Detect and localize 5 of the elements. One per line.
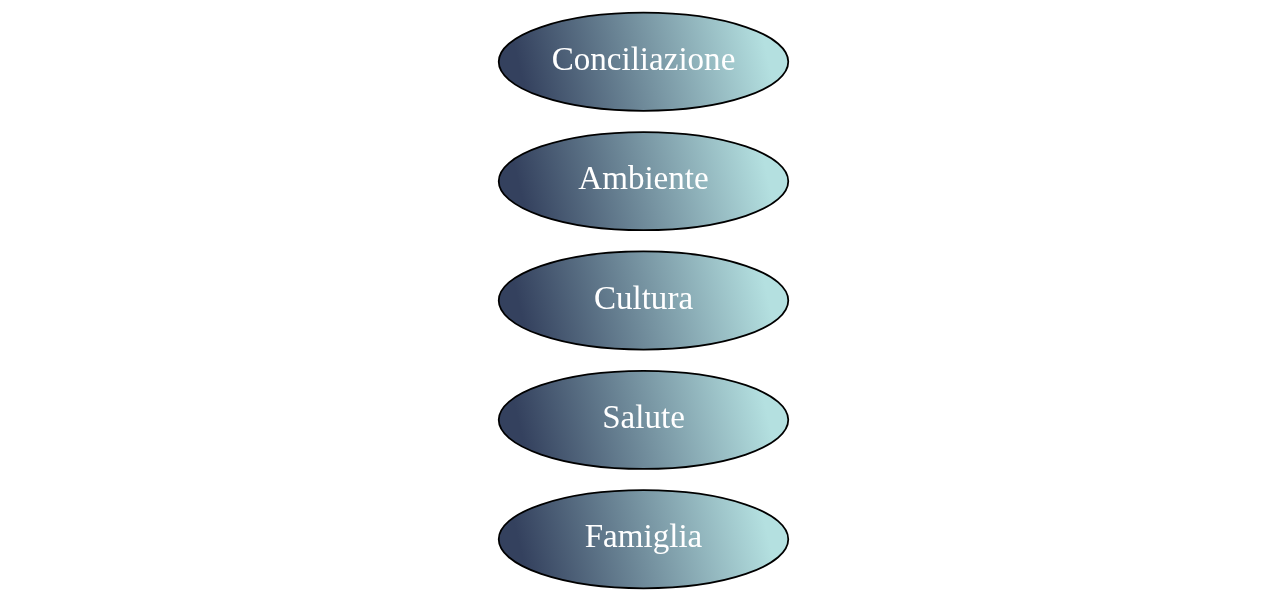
node-ellipse: Salute — [497, 369, 790, 470]
node-ellipse: Conciliazione — [497, 11, 790, 112]
node-ellipse: Cultura — [497, 250, 790, 351]
node-ellipse: Ambiente — [497, 131, 790, 232]
node-ellipse: Famiglia — [497, 489, 790, 590]
